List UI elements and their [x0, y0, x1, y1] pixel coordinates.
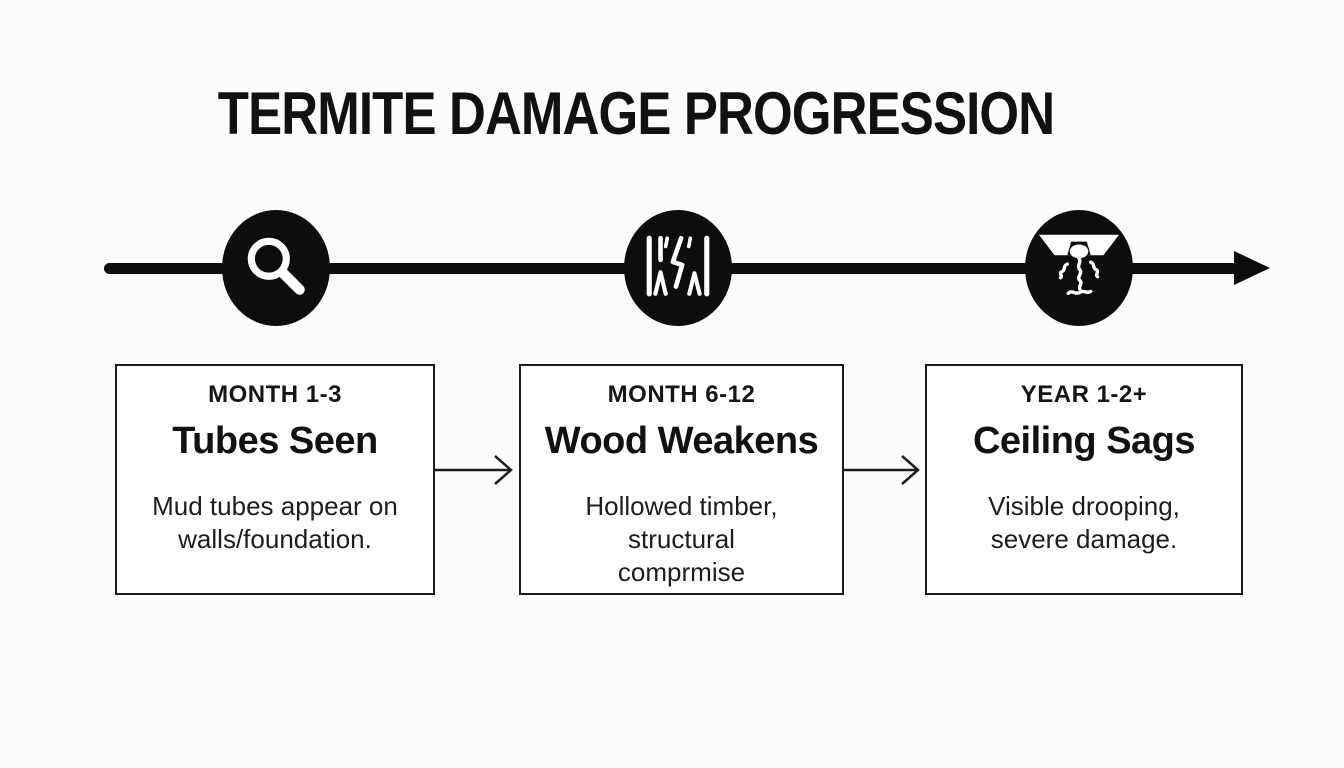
stage-period: MONTH 6-12 [607, 381, 756, 408]
stage-description-line: comprmise [617, 557, 746, 587]
stage-heading: Wood Weakens [544, 420, 819, 462]
stage-description: Hollowed timber, structural comprmise [521, 490, 842, 589]
timeline-milestone-inspection [222, 210, 330, 326]
stage-description-line: Visible drooping, [988, 491, 1180, 521]
stage-description-line: Hollowed timber, [585, 491, 778, 521]
stage-period: YEAR 1-2+ [1020, 381, 1148, 408]
stage-card-tubes-seen: MONTH 1-3 Tubes Seen Mud tubes appear on… [115, 364, 435, 595]
stage-description-line: walls/foundation. [178, 524, 372, 554]
stage-period: MONTH 1-3 [208, 381, 342, 408]
stage-heading: Ceiling Sags [972, 420, 1196, 462]
timeline-milestone-wood-damage [624, 210, 732, 326]
timeline-milestone-ceiling-sag [1025, 210, 1133, 326]
page-title: TERMITE DAMAGE PROGRESSION [217, 80, 1055, 147]
stage-description-line: severe damage. [990, 524, 1178, 554]
stage-card-ceiling-sags: YEAR 1-2+ Ceiling Sags Visible drooping,… [925, 364, 1243, 595]
stage-card-wood-weakens: MONTH 6-12 Wood Weakens Hollowed timber,… [519, 364, 844, 595]
stage-description-line: structural [628, 524, 735, 554]
arrow-right-icon [434, 448, 520, 497]
stage-description-line: Mud tubes appear on [152, 491, 398, 521]
stage-heading: Tubes Seen [172, 420, 378, 462]
stage-description: Mud tubes appear on walls/foundation. [117, 490, 433, 556]
arrow-right-icon [843, 448, 927, 497]
cracked-wood-icon [641, 229, 715, 308]
sagging-ceiling-icon [1035, 225, 1123, 312]
magnifier-search-icon [239, 229, 313, 308]
stage-description: Visible drooping, severe damage. [927, 490, 1241, 556]
arrow-right-icon [1234, 251, 1270, 285]
